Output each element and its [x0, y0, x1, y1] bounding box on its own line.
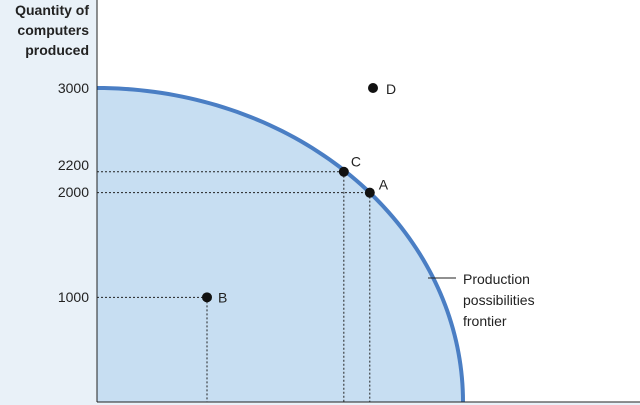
point-b — [202, 292, 212, 303]
y-tick-label-2000: 2000 — [58, 184, 89, 200]
frontier-label-line-1: Production — [463, 271, 530, 287]
data-points: C A B D — [202, 81, 396, 305]
point-label-a: A — [379, 177, 389, 193]
point-label-d: D — [386, 81, 396, 97]
y-axis-label-line-1: Quantity of — [15, 2, 89, 18]
y-axis-label-line-2: computers — [17, 22, 89, 38]
guide-lines — [97, 171, 371, 402]
point-d — [368, 83, 378, 93]
frontier-label-line-2: possibilities — [463, 292, 535, 308]
point-label-b: B — [218, 289, 227, 305]
y-tick-label-2200: 2200 — [58, 157, 89, 173]
point-a — [364, 187, 375, 198]
ppf-curve — [96, 86, 465, 403]
y-tick-label-3000: 3000 — [58, 80, 89, 96]
point-c — [338, 166, 349, 177]
feasible-region — [97, 88, 463, 402]
point-label-c: C — [351, 154, 361, 170]
frontier-label-line-3: frontier — [463, 313, 507, 329]
y-axis-label-line-3: produced — [25, 42, 89, 58]
y-tick-label-1000: 1000 — [58, 289, 89, 305]
